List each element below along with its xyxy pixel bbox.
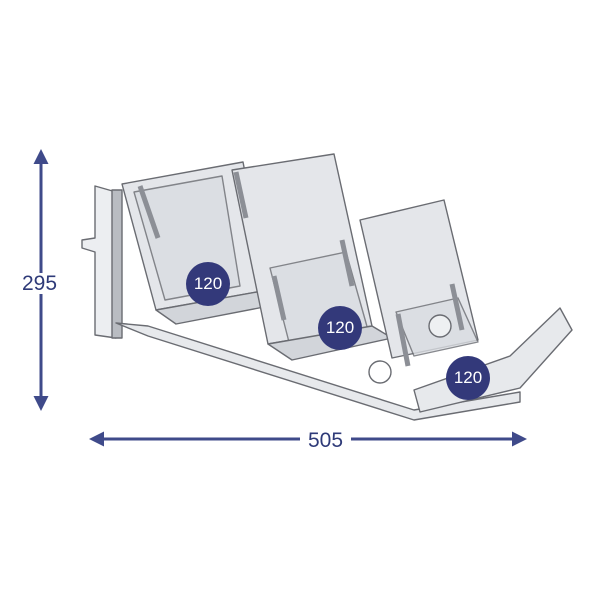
pocket-3-rail-low xyxy=(395,313,411,367)
pocket-width-badge: 120 xyxy=(446,356,490,400)
pocket-width-badge: 120 xyxy=(318,306,362,350)
base-rail xyxy=(115,322,521,421)
back-plate-edge xyxy=(111,189,123,339)
pocket-2-rail xyxy=(233,171,249,219)
pocket-2-rail-low xyxy=(271,275,287,321)
back-plate xyxy=(81,185,117,339)
pocket-width-badge: 120 xyxy=(186,262,230,306)
pocket-3-rail xyxy=(339,239,355,287)
stand-body xyxy=(81,153,573,421)
pocket-1-rail xyxy=(137,185,161,239)
width-dimension-label: 505 xyxy=(300,430,352,451)
mounting-hole xyxy=(428,314,452,338)
mounting-hole xyxy=(368,360,392,384)
height-dimension-label: 295 xyxy=(22,272,58,295)
tray-rail xyxy=(449,283,465,331)
